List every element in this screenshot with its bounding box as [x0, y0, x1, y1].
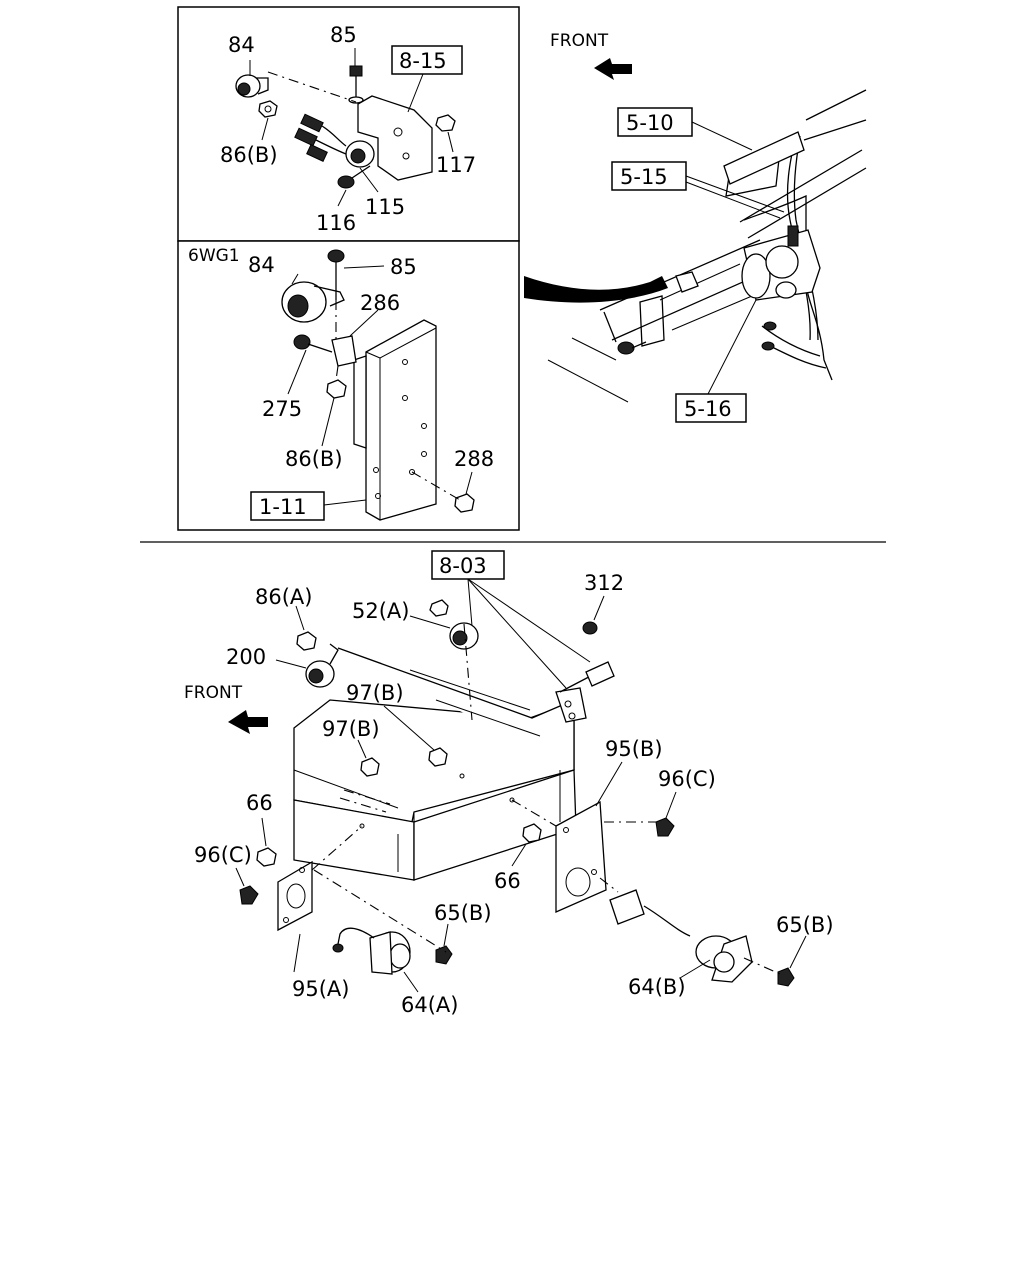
label-200: 200 [226, 645, 266, 669]
nut-86b-6wg1 [326, 379, 347, 399]
bolt-96c-2 [239, 885, 259, 905]
label-312: 312 [584, 571, 624, 595]
label-64a: 64(A) [401, 993, 458, 1017]
inset-6wg1-panel: 6WG1 [177, 240, 520, 531]
part-84 [235, 74, 269, 98]
ref-8-15: 8-15 [399, 49, 447, 73]
label-95b: 95(B) [605, 737, 663, 761]
main-view: FRONT 8-03 [184, 550, 834, 1017]
label-275: 275 [262, 397, 302, 421]
bolt-85-part [348, 65, 364, 104]
front-label: FRONT [550, 31, 609, 51]
bracket-1-11 [365, 319, 437, 521]
ref-5-16: 5-16 [684, 397, 732, 421]
sensor-115 [294, 113, 375, 168]
label-86b: 86(B) [285, 447, 343, 471]
nut-66-1 [256, 847, 277, 867]
bolt-85-6wg1 [327, 249, 345, 300]
label-64b: 64(B) [628, 975, 686, 999]
label-52a: 52(A) [352, 599, 409, 623]
label-65b-2: 65(B) [776, 913, 834, 937]
label-66-2: 66 [494, 869, 521, 893]
vehicle-view: FRONT 5-10 [524, 31, 867, 423]
inset-top-panel: 84 85 8-15 86(B) 117 116 115 [177, 6, 520, 242]
ref-1-11: 1-11 [259, 495, 307, 519]
label-85: 85 [390, 255, 417, 279]
sensor-part-312 [585, 661, 615, 687]
front-arrow-icon [594, 58, 632, 80]
part-84-6wg1 [281, 281, 345, 323]
label-65b-1: 65(B) [434, 901, 492, 925]
ref-8-03: 8-03 [439, 554, 487, 578]
label-115: 115 [365, 195, 405, 219]
nut-288 [454, 493, 475, 513]
nut-97b-2 [360, 757, 380, 777]
label-288: 288 [454, 447, 494, 471]
bolt-275 [293, 334, 333, 353]
small-bracket-part [617, 271, 699, 355]
spacer-286 [331, 335, 357, 367]
grommet-200 [275, 643, 339, 688]
label-97b-2: 97(B) [322, 717, 380, 741]
label-84: 84 [228, 33, 255, 57]
ref-5-15: 5-15 [620, 165, 668, 189]
label-84: 84 [248, 253, 275, 277]
nut-97b-1 [428, 747, 448, 767]
sensor-64a [332, 927, 419, 993]
bolt-116 [337, 165, 371, 189]
bracket-part [357, 95, 433, 181]
sensor-64b [609, 889, 753, 983]
inset-title: 6WG1 [188, 246, 240, 266]
frame-crossmember [293, 647, 607, 881]
grommet-52a [409, 599, 479, 650]
label-86b: 86(B) [220, 143, 278, 167]
nut-86b [258, 100, 278, 118]
nut-66-2 [522, 823, 542, 843]
label-117: 117 [436, 153, 476, 177]
front-arrow-icon [228, 710, 268, 734]
bolt-65b-2 [777, 967, 795, 987]
label-66-1: 66 [246, 791, 273, 815]
front-label: FRONT [184, 683, 243, 703]
bolt-96c-1 [655, 817, 675, 837]
exhaust-brake-unit [741, 225, 821, 301]
plate-95a [277, 860, 313, 932]
label-86a: 86(A) [255, 585, 312, 609]
bolt-65b-1 [435, 945, 453, 965]
label-97b-1: 97(B) [346, 681, 404, 705]
label-96c-1: 96(C) [658, 767, 716, 791]
label-96c-2: 96(C) [194, 843, 252, 867]
ref-5-10: 5-10 [626, 111, 674, 135]
label-85: 85 [330, 23, 357, 47]
label-116: 116 [316, 211, 356, 235]
nut-86a [295, 605, 317, 651]
label-286: 286 [360, 291, 400, 315]
nut-117 [435, 114, 456, 132]
label-95a: 95(A) [292, 977, 349, 1001]
bolt-312 [582, 595, 605, 635]
